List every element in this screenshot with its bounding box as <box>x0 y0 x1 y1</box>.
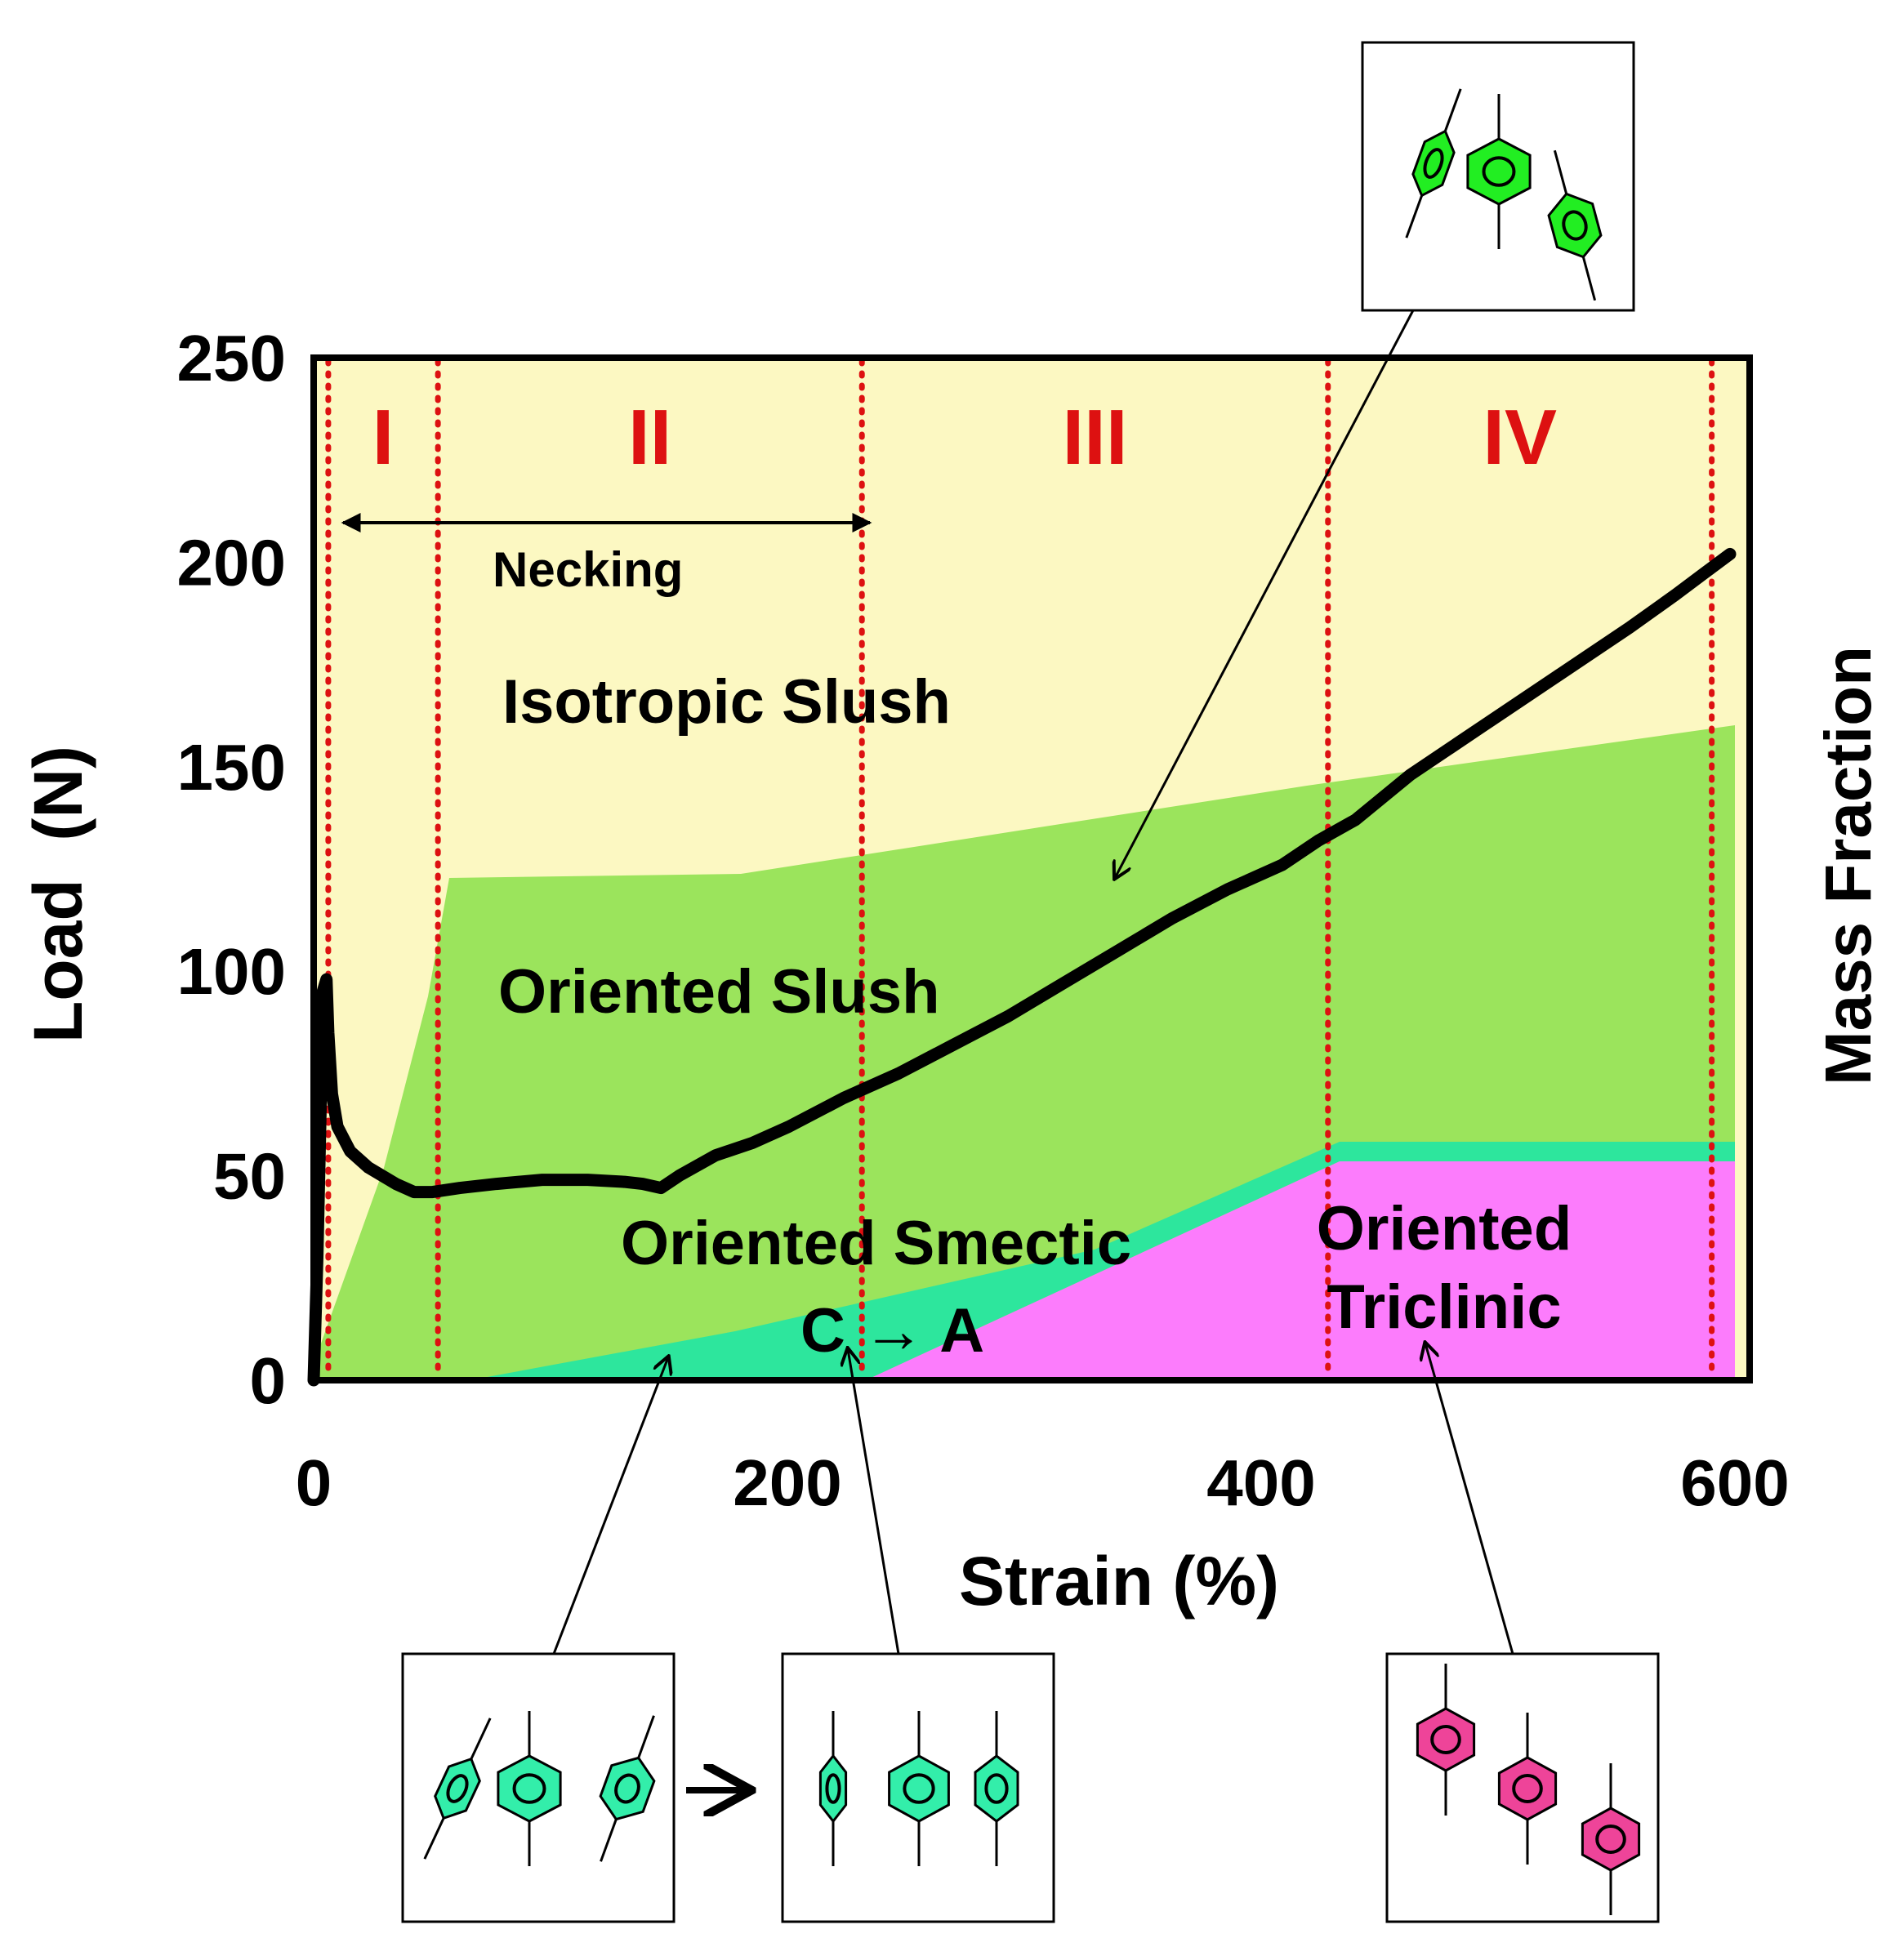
region-label: II <box>628 394 671 481</box>
y-axis-label: Load (N) <box>20 746 96 1043</box>
y-tick-label: 200 <box>177 526 286 599</box>
region-label: IV <box>1483 394 1557 481</box>
load-curve <box>307 547 1737 1387</box>
region-label: I <box>372 394 395 481</box>
x-tick-labels: 0 200 400 600 <box>296 1446 1790 1519</box>
callout-slush <box>1115 310 1415 878</box>
callout-lines <box>552 310 1514 1655</box>
y-tick-label: 150 <box>177 731 286 804</box>
region-label: III <box>1062 394 1127 481</box>
smectic-a-inset <box>781 1652 1055 1923</box>
oriented-smectic-label: Oriented Smectic <box>621 1209 1131 1278</box>
callout-triclinic <box>1425 1343 1514 1655</box>
plot-frame <box>310 354 1753 1383</box>
inset-diagrams <box>401 41 1660 1923</box>
smectic-c-inset <box>401 1652 676 1923</box>
y2-axis-label: Mass Fraction <box>1812 646 1884 1085</box>
y-tick-labels: 0 50 100 150 200 250 <box>177 322 286 1417</box>
oriented-slush-inset <box>1361 41 1635 312</box>
x-tick-label: 200 <box>733 1446 841 1519</box>
y-tick-label: 0 <box>250 1344 287 1417</box>
necking-label: Necking <box>493 542 683 597</box>
oriented-smectic-area <box>470 1142 1735 1380</box>
x-tick-label: 600 <box>1680 1446 1789 1519</box>
y-tick-label: 100 <box>177 935 286 1008</box>
callout-smectic-a <box>848 1349 900 1655</box>
isotropic-slush-label: Isotropic Slush <box>502 667 951 737</box>
x-tick-label: 0 <box>296 1446 332 1519</box>
callout-smectic-c <box>552 1357 668 1655</box>
mass-fraction-areas <box>314 358 1750 1380</box>
x-tick-label: 400 <box>1206 1446 1315 1519</box>
y-tick-label: 50 <box>213 1140 286 1213</box>
oriented-triclinic-area <box>866 1161 1735 1380</box>
y-tick-label: 250 <box>177 322 286 394</box>
x-axis-label: Strain (%) <box>959 1543 1279 1620</box>
triclinic-inset <box>1385 1652 1660 1923</box>
smectic-transition-label: C → A <box>800 1296 984 1366</box>
oriented-slush-label: Oriented Slush <box>498 957 940 1027</box>
